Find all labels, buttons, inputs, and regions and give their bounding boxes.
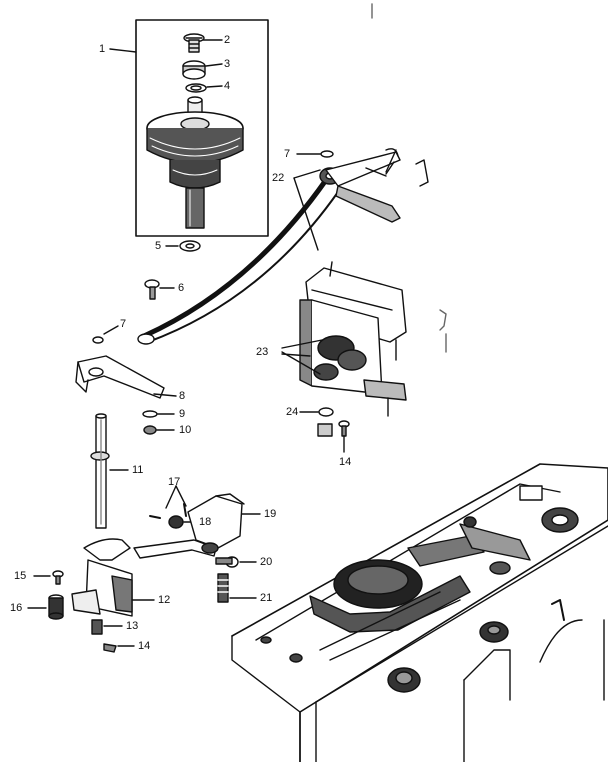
washer-part-7-left bbox=[92, 325, 119, 344]
cam-stack bbox=[146, 96, 244, 229]
bushing-part-16 bbox=[27, 594, 64, 620]
callout-6: 6 bbox=[178, 282, 185, 294]
washer-part-4 bbox=[185, 83, 223, 93]
callout-12: 12 bbox=[158, 594, 171, 606]
callout-24: 24 bbox=[286, 406, 299, 418]
screw-part-2 bbox=[183, 33, 223, 53]
callout-3: 3 bbox=[224, 58, 231, 70]
callout-14-upper: 14 bbox=[339, 456, 352, 468]
spring-part-13 bbox=[91, 619, 123, 635]
frame-assembly-part-23 bbox=[281, 261, 407, 417]
callout-19: 19 bbox=[264, 508, 277, 520]
washer-part-5 bbox=[165, 240, 201, 252]
callout-7-left: 7 bbox=[120, 318, 127, 330]
callout-13: 13 bbox=[126, 620, 139, 632]
screw-part-6 bbox=[144, 279, 175, 300]
misc-marks bbox=[371, 3, 447, 353]
collar-part-3 bbox=[182, 60, 223, 80]
callout-20: 20 bbox=[260, 556, 273, 568]
callout-7-top: 7 bbox=[284, 148, 291, 160]
washer-part-7-top bbox=[296, 150, 334, 158]
callout-1: 1 bbox=[99, 43, 106, 55]
callout-10: 10 bbox=[179, 424, 192, 436]
callout-11: 11 bbox=[132, 464, 144, 476]
connecting-rod-part-22 bbox=[137, 148, 429, 345]
washer-part-9 bbox=[142, 410, 175, 418]
spring-part-21 bbox=[217, 573, 257, 603]
callout-15: 15 bbox=[14, 570, 27, 582]
callout-23: 23 bbox=[256, 346, 269, 358]
cam-assembly-box bbox=[135, 19, 269, 237]
screw-part-20 bbox=[215, 556, 257, 568]
callout-21: 21 bbox=[260, 592, 273, 604]
callout-4: 4 bbox=[224, 80, 231, 92]
callout-17: 17 bbox=[168, 476, 181, 488]
screw-part-15 bbox=[33, 570, 64, 585]
arm-part-19 bbox=[133, 493, 261, 559]
screw-part-14-upper bbox=[317, 420, 350, 453]
screw-part-14-lower bbox=[103, 643, 135, 653]
callout-8: 8 bbox=[179, 390, 186, 402]
bracket-part-8 bbox=[75, 355, 177, 399]
callout-18: 18 bbox=[199, 516, 212, 528]
pin-part-17 bbox=[149, 485, 187, 519]
callout-9: 9 bbox=[179, 408, 186, 420]
washer-part-24 bbox=[299, 407, 334, 417]
callout-22: 22 bbox=[272, 172, 285, 184]
machine-base bbox=[231, 463, 608, 762]
lever-part-12 bbox=[71, 538, 155, 617]
nut-part-10 bbox=[143, 425, 175, 435]
callout-2: 2 bbox=[224, 34, 231, 46]
callout-16: 16 bbox=[10, 602, 23, 614]
callout-14-lower: 14 bbox=[138, 640, 151, 652]
shaft-part-11 bbox=[90, 413, 129, 529]
callout-5: 5 bbox=[155, 240, 162, 252]
